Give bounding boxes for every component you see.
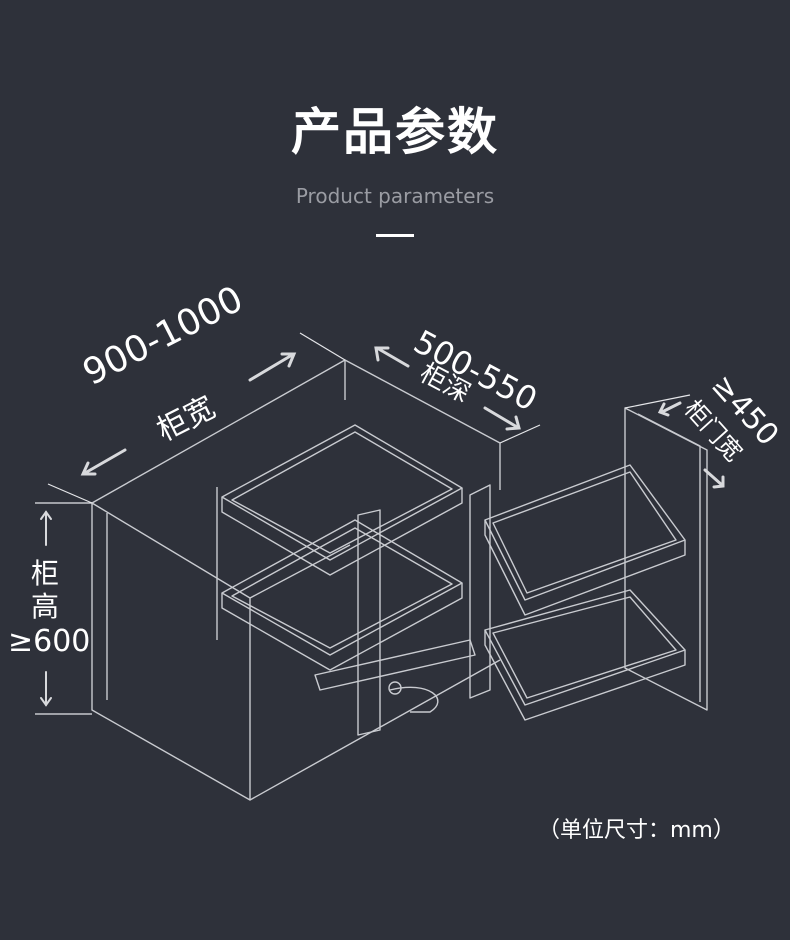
cabinet-left-face (91, 502, 251, 801)
height-label-1: 柜 (31, 557, 60, 590)
center-post (357, 509, 381, 736)
height-label-2: 高 (31, 590, 60, 623)
cabinet-front-edge (249, 544, 351, 599)
cabinet-bottom-edge (249, 659, 501, 801)
unit-note: （单位尺寸：mm） (538, 818, 735, 843)
cabinet-top-edge (91, 359, 501, 504)
page-title: 产品参数 (291, 103, 499, 161)
slide-rail (314, 639, 476, 691)
title-divider (376, 234, 414, 237)
upper-tray (221, 424, 463, 561)
door-tray-upper (484, 464, 686, 601)
lower-tray (221, 519, 463, 656)
door-tray-lower (484, 589, 686, 706)
height-value: ≥600 (8, 624, 91, 659)
page-subtitle: Product parameters (295, 184, 495, 208)
door-panel (624, 407, 708, 711)
